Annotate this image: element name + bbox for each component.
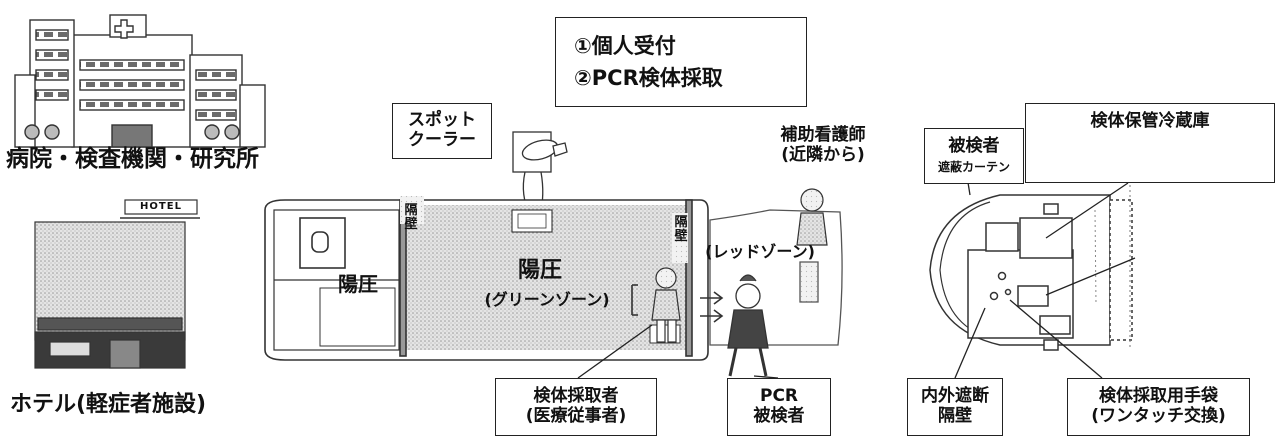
fridge-box: 検体保管冷蔵庫	[1025, 103, 1275, 183]
hospital-building-icon	[14, 14, 266, 148]
partition-label-1: 隔壁	[404, 203, 418, 232]
assistant-nurse-label: 補助看護師 (近隣から)	[780, 125, 866, 166]
mobile-pcr-bus	[264, 196, 709, 361]
positive-pressure-main-label: 陽圧	[517, 258, 562, 283]
positive-pressure-small-label: 陽圧	[338, 272, 378, 296]
examinee-label: 被検者	[948, 136, 1000, 157]
hotel-sign: HOTEL	[140, 201, 182, 212]
isolation-booth	[929, 150, 1133, 351]
hospital-label: 病院・検査機関・研究所	[6, 146, 259, 172]
pcr-examinee-person-icon	[727, 274, 769, 377]
green-zone-label: (グリーンゾーン)	[484, 290, 610, 309]
inner-wall-box: 内外遮断 隔壁	[907, 378, 1003, 436]
procedure-step-1: ①個人受付	[574, 33, 676, 58]
sample-collector-box: 検体採取者 (医療従事者)	[495, 378, 657, 436]
red-zone-label: (レッドゾーン)	[705, 242, 815, 261]
leader-lines	[577, 169, 1136, 379]
assistant-nurse-person-icon	[796, 188, 828, 246]
window-arrows-icon	[700, 291, 724, 323]
spot-cooler-icon	[512, 131, 568, 216]
examinee-curtain-box: 被検者 遮蔽カーテン	[924, 128, 1024, 184]
partition-label-2: 隔壁	[674, 215, 688, 244]
gloves-box: 検体採取用手袋 (ワンタッチ交換)	[1067, 378, 1250, 436]
pcr-examinee-box: PCR 被検者	[727, 378, 831, 436]
sample-collector-person-icon	[651, 267, 681, 343]
hotel-label: ホテル(軽症者施設)	[10, 392, 207, 417]
procedure-box: ①個人受付 ②PCR検体採取	[555, 17, 807, 107]
spot-cooler-label: スポット クーラー	[392, 103, 492, 159]
procedure-step-2: ②PCR検体採取	[574, 66, 723, 90]
hotel-building-icon	[34, 199, 200, 369]
curtain-label: 遮蔽カーテン	[937, 159, 1010, 174]
